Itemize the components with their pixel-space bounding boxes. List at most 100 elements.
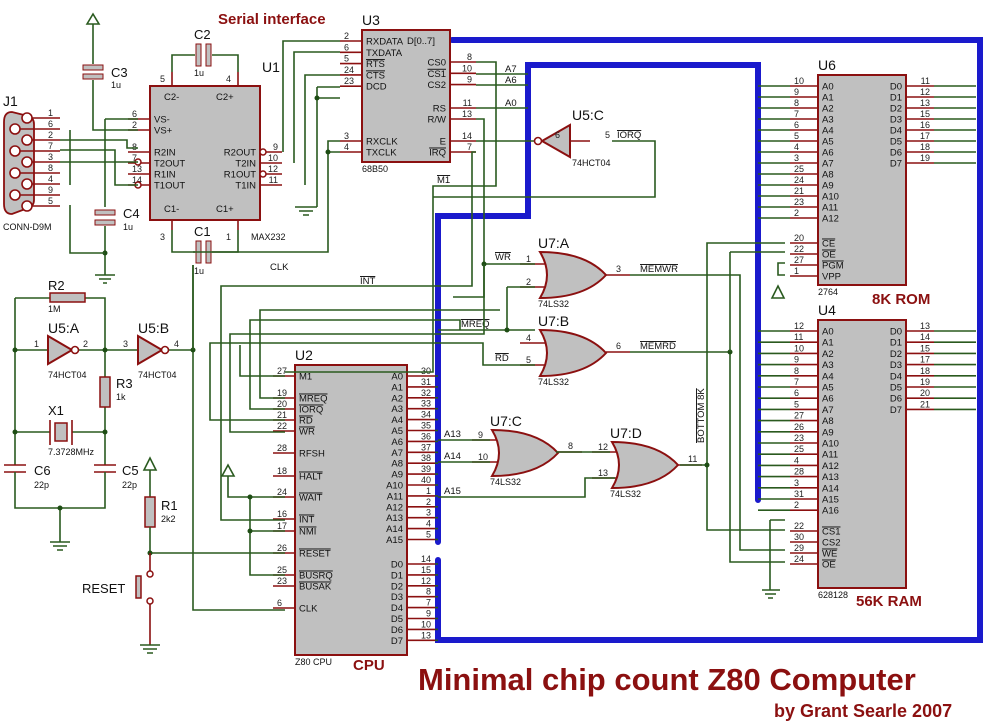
- serial-wiring: C3 1u C4 1u C2 1u C1 1u CLK: [60, 12, 340, 611]
- u2-pin-number: 10: [421, 619, 431, 629]
- u2-pin-number: 3: [426, 508, 431, 518]
- u4-pin-number: 7: [794, 377, 799, 387]
- u6-pin-label: CE: [822, 239, 835, 250]
- u4-pin-label: WE: [822, 549, 837, 560]
- u4-pin-label: D3: [890, 360, 902, 371]
- u4-pin-number: 31: [794, 489, 804, 499]
- r2-ref: R2: [48, 278, 65, 293]
- u2-pin-label: INT: [299, 515, 315, 526]
- j1-pin-7: [9, 145, 21, 157]
- reset-button[interactable]: [133, 570, 155, 606]
- u2-z80: U2 Z80 CPU 27M119MREQ20IORQ21RD22WR28RFS…: [273, 347, 438, 667]
- u3-pin-label: IRQ: [429, 148, 446, 159]
- u3-pin-label: TXCLK: [366, 148, 397, 159]
- u6-pin-label: D7: [890, 159, 902, 170]
- u2-pin-number: 5: [426, 530, 431, 540]
- u6-pin-number: 21: [794, 186, 804, 196]
- u4-pin-number: 6: [794, 388, 799, 398]
- u6-pin-number: 23: [794, 197, 804, 207]
- u2-pin-label: A7: [391, 448, 403, 459]
- j1-part: CONN-D9M: [3, 222, 52, 232]
- u4-pin-number: 9: [794, 355, 799, 365]
- u1-pin-label: VS+: [154, 126, 173, 137]
- u2-pin-number: 12: [421, 576, 431, 586]
- net-clk: CLK: [270, 262, 289, 273]
- u1-pin-label: R1OUT: [224, 170, 256, 181]
- u4-pin-number: 15: [920, 343, 930, 353]
- c2-val: 1u: [194, 68, 204, 78]
- ram-label: 56K RAM: [856, 593, 922, 610]
- u3-pin-label: RS: [433, 104, 446, 115]
- u1-pin-number: 3: [160, 232, 165, 242]
- c1-val: 1u: [194, 266, 204, 276]
- u3-pin-label: R/W: [428, 115, 447, 126]
- r3-ref: R3: [116, 376, 133, 391]
- u2-pin-number: 28: [277, 443, 287, 453]
- u2-pin-label: RD: [299, 416, 313, 427]
- or-gate-body: [538, 250, 608, 300]
- u5b-part: 74HCT04: [138, 370, 177, 380]
- x1-ref: X1: [48, 403, 64, 418]
- u6-pin-label: D6: [890, 148, 902, 159]
- reset-circuit: R1 2k2: [135, 456, 285, 654]
- pullup-wiring: [220, 463, 285, 576]
- or-gate-pin-number: 9: [478, 430, 483, 440]
- or-gate-pin-number: 1: [526, 254, 531, 264]
- u2-pin-label: A6: [391, 437, 403, 448]
- u6-pin-number: 16: [920, 120, 930, 130]
- u6-pin-label: A1: [822, 93, 834, 104]
- u2-pin-label: A4: [391, 415, 403, 426]
- j1-pin-3: [21, 156, 33, 168]
- u3-pin-number: 9: [467, 75, 472, 85]
- net-rd: RD: [495, 353, 509, 364]
- u3-pin-number: 4: [344, 142, 349, 152]
- u3-pin-label: RXDATA: [366, 37, 404, 48]
- c1-ref: C1: [194, 224, 211, 239]
- u6-pin-number: 27: [794, 255, 804, 265]
- net-a15: A15: [444, 486, 461, 497]
- u6-pin-number: 5: [794, 131, 799, 141]
- u4-pin-number: 19: [920, 377, 930, 387]
- u4-pin-number: 18: [920, 366, 930, 376]
- u2-pin-number: 27: [277, 366, 287, 376]
- u2-pin-number: 18: [277, 466, 287, 476]
- u6-body: [817, 74, 907, 286]
- j1-pin-number: 9: [48, 185, 53, 195]
- u3-bus-label: D[0..7]: [407, 36, 435, 47]
- c5-val: 22p: [122, 480, 137, 490]
- u2-pin-number: 22: [277, 421, 287, 431]
- u4-body: [817, 319, 907, 589]
- u6-pin-number: 25: [794, 164, 804, 174]
- u4-pin-number: 25: [794, 444, 804, 454]
- u4-pin-label: A9: [822, 427, 834, 438]
- u2-pin-label: MREQ: [299, 394, 328, 405]
- u2-pin-number: 40: [421, 475, 431, 485]
- u3-pin-number: 23: [344, 76, 354, 86]
- u4-pin-number: 29: [794, 543, 804, 553]
- u2-pin-number: 34: [421, 410, 431, 420]
- u4-ref: U4: [818, 302, 836, 318]
- u4-pin-label: A7: [822, 405, 834, 416]
- u2-pin-label: NMI: [299, 527, 316, 538]
- u3-pin-number: 11: [463, 98, 472, 108]
- r1-ref: R1: [161, 498, 178, 513]
- u1-pin-number: 6: [132, 109, 137, 119]
- u4-pin-number: 30: [794, 532, 804, 542]
- u1-pin-label: C1-: [164, 204, 179, 215]
- u4-pin-label: A5: [822, 383, 834, 394]
- u2-pin-label: A12: [386, 502, 403, 513]
- u3-pin-label: E: [440, 137, 446, 148]
- u6-pin-label: A10: [822, 192, 839, 203]
- u1-pin-label: C1+: [216, 204, 234, 215]
- u2-pin-label: A15: [386, 535, 403, 546]
- u4-pin-label: A11: [822, 450, 838, 461]
- or-gate-pin-number: 8: [568, 441, 573, 451]
- u1-pin-label: R2OUT: [224, 148, 256, 159]
- u3-body: [361, 29, 451, 163]
- u2-pin-label: BUSAK: [299, 582, 332, 593]
- reset-button-label: RESET: [82, 581, 125, 596]
- u1-pin-number: 12: [268, 164, 278, 174]
- u6-pin-label: D2: [890, 104, 902, 115]
- u2-pin-label: A0: [391, 372, 403, 383]
